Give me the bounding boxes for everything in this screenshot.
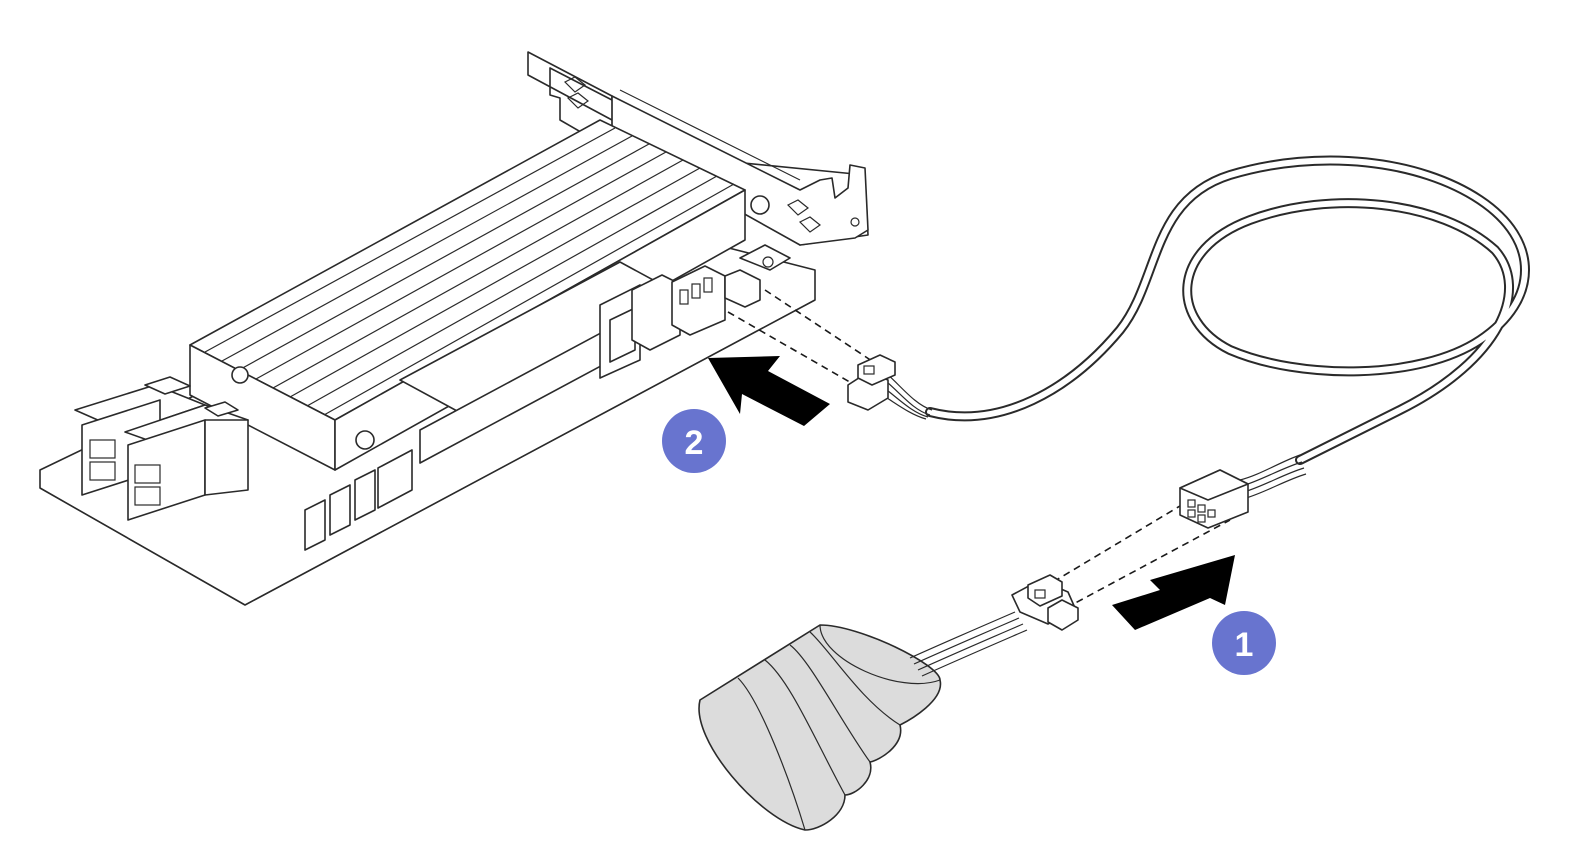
step-callout-2: 2 (662, 409, 726, 473)
mini-sas-connectors (74, 376, 249, 521)
cable-socket (1179, 469, 1249, 529)
step-number-2: 2 (685, 424, 704, 462)
insert-arrow-1 (1112, 555, 1235, 630)
battery-wires (909, 611, 1028, 677)
step-number-1: 1 (1235, 626, 1254, 664)
card-side-plug (847, 354, 896, 411)
battery-plug (1011, 574, 1079, 631)
adapter-connector-header (631, 244, 791, 351)
power-module-cable (847, 155, 1530, 529)
step-badge-1 (1212, 611, 1276, 675)
raid-adapter-card (39, 51, 869, 606)
battery-pack (698, 624, 942, 831)
step-badge-2 (662, 409, 726, 473)
step-callout-1: 1 (1212, 611, 1276, 675)
flash-power-module (698, 574, 1079, 831)
alignment-lines (727, 289, 1231, 609)
insert-arrow-2 (708, 356, 830, 426)
board-components (304, 284, 641, 551)
heatsink (189, 119, 770, 471)
